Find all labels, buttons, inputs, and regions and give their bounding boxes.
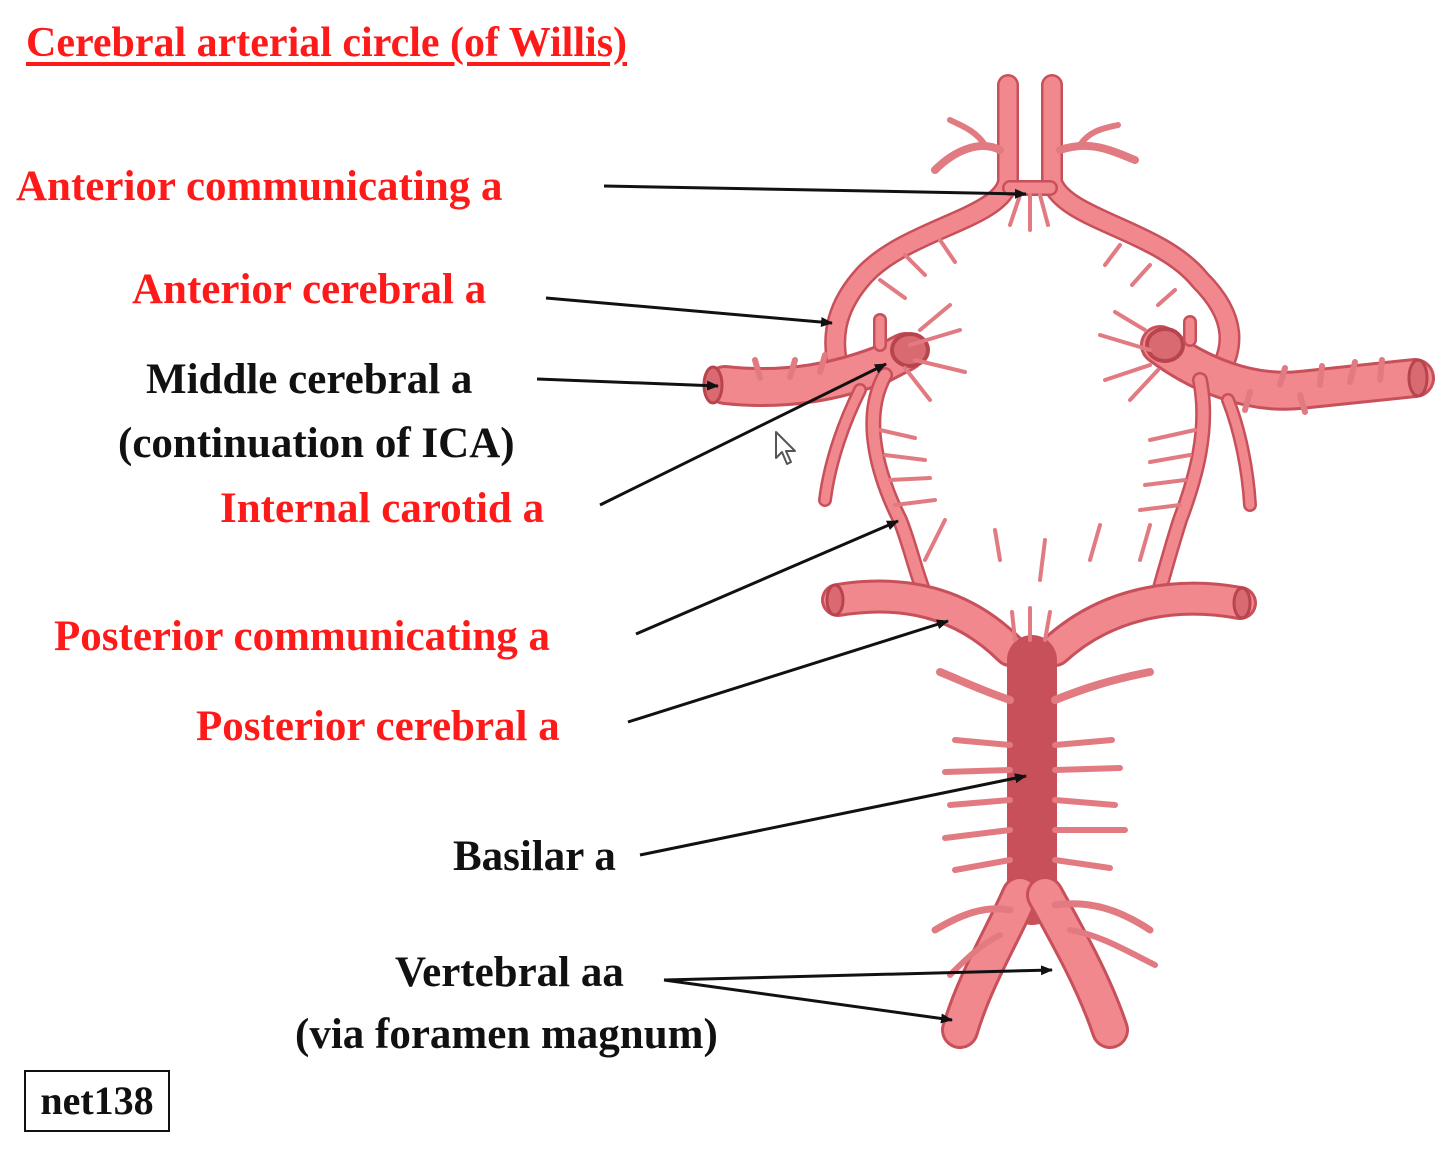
posterior-communicating-arteries	[865, 367, 1212, 603]
arrow-posterior-cerebral	[627, 619, 949, 724]
note-prefix: (continuation of	[118, 420, 422, 467]
label-vertebral-note: (via foramen magnum)	[295, 1011, 718, 1058]
label-vertebral: Vertebral aa	[395, 949, 624, 996]
figure-code-box: net138	[24, 1070, 170, 1132]
note-suffix: )	[500, 420, 515, 467]
arrow-vertebral-left	[663, 978, 953, 1024]
arrow-anterior-communicating	[603, 184, 1027, 199]
label-anterior-communicating: Anterior communicating a	[16, 163, 503, 210]
page-title: Cerebral arterial circle (of Willis)	[26, 20, 628, 66]
internal-carotid-stubs	[818, 313, 1257, 512]
label-basilar: Basilar a	[453, 833, 616, 880]
arrow-vertebral-right	[663, 965, 1053, 982]
middle-cerebral-arteries	[702, 325, 1435, 415]
basilar-artery	[936, 635, 1154, 925]
arrow-internal-carotid	[599, 362, 887, 507]
label-posterior-cerebral: Posterior cerebral a	[196, 703, 560, 750]
posterior-cerebral-arteries	[821, 579, 1257, 667]
arrow-basilar	[639, 773, 1027, 857]
arrow-anterior-cerebral	[545, 296, 833, 328]
arrow-posterior-communicating	[635, 519, 899, 636]
label-middle-cerebral: Middle cerebral a	[146, 356, 473, 403]
label-posterior-communicating: Posterior communicating a	[54, 613, 551, 660]
label-middle-cerebral-note: (continuation of ICA)	[118, 422, 515, 465]
mouse-cursor-icon	[775, 431, 796, 465]
perforating-branches	[878, 193, 1197, 642]
arrow-middle-cerebral	[536, 377, 719, 391]
note-abbr-ica: ICA	[421, 420, 501, 467]
vertebral-arteries	[931, 876, 1158, 1049]
label-anterior-cerebral: Anterior cerebral a	[132, 266, 487, 313]
label-internal-carotid: Internal carotid a	[220, 485, 545, 532]
anterior-cerebral-arteries	[824, 74, 1241, 391]
